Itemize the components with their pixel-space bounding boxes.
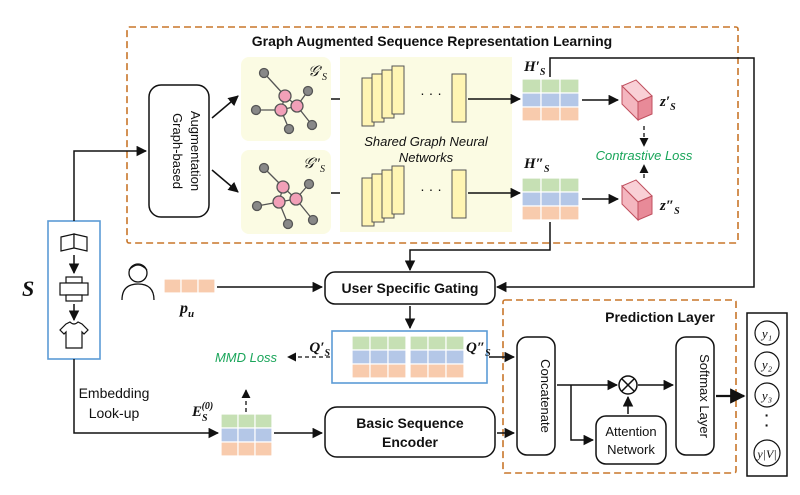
output-y2: y₂ xyxy=(760,357,773,372)
augmentation-label-line1: Graph-based xyxy=(170,113,185,189)
graph-bottom-icon xyxy=(251,162,319,230)
output-y-v: y|V| xyxy=(756,447,776,461)
gnn-ellipsis-bottom: · · · xyxy=(420,181,442,197)
q-prime-matrix xyxy=(351,335,407,379)
mmd-loss-label: MMD Loss xyxy=(215,350,278,365)
embedding-matrix-label: ES(0) xyxy=(191,401,213,424)
graph-augmented-title: Graph Augmented Sequence Representation … xyxy=(252,33,612,49)
gnn-layers-top xyxy=(361,65,467,127)
encoder-label-line1: Basic Sequence xyxy=(356,415,464,431)
output-y1: y₁ xyxy=(760,326,772,341)
q-double-prime-matrix xyxy=(409,335,465,379)
contrastive-loss-label: Contrastive Loss xyxy=(596,148,693,163)
embedding-matrix xyxy=(220,413,273,457)
embedding-lookup-line1: Embedding xyxy=(79,385,150,401)
augmentation-label-line2: Augmentation xyxy=(188,111,203,191)
book-icon xyxy=(60,233,88,252)
embedding-lookup-line2: Look-up xyxy=(89,405,140,421)
gnn-label-line1: Shared Graph Neural xyxy=(364,134,489,149)
h-prime-label: H′S xyxy=(523,59,546,78)
output-nodes: y₁ y₂ y₃ · · y|V| xyxy=(753,320,781,467)
sequence-label: S xyxy=(22,276,34,301)
gnn-layers-bottom xyxy=(361,165,467,227)
multiply-operator-icon xyxy=(618,375,638,395)
user-specific-gating-label: User Specific Gating xyxy=(342,280,479,296)
attention-label-line2: Network xyxy=(607,442,655,457)
z-prime-label: z′S xyxy=(659,94,676,113)
gnn-label-line2: Networks xyxy=(399,150,454,165)
output-y3: y₃ xyxy=(760,388,772,403)
output-dot-1: · xyxy=(765,407,770,423)
user-specific-gating-box xyxy=(324,271,496,305)
concatenate-box xyxy=(516,336,556,456)
graph-bottom-label: 𝒢″S xyxy=(303,156,325,175)
attention-network-box xyxy=(595,415,667,465)
z-prime-vector xyxy=(621,79,653,122)
q-prime-label: Q′S xyxy=(309,340,330,359)
basic-sequence-encoder-box xyxy=(324,406,496,458)
h-double-prime-matrix xyxy=(521,177,580,221)
attention-label-line1: Attention xyxy=(605,424,656,439)
z-double-prime-vector xyxy=(621,179,653,222)
prediction-layer-region xyxy=(502,299,737,474)
graph-top-label: 𝒢′S xyxy=(308,64,327,83)
output-dot-2: · xyxy=(765,417,770,433)
tshirt-icon xyxy=(59,321,89,349)
encoder-label-line2: Encoder xyxy=(382,434,439,450)
softmax-layer-box xyxy=(675,336,715,456)
prediction-layer-title: Prediction Layer xyxy=(605,309,715,325)
softmax-label: Softmax Layer xyxy=(697,354,712,438)
q-double-prime-label: Q″S xyxy=(466,340,491,359)
concatenate-label: Concatenate xyxy=(538,359,553,433)
h-prime-matrix xyxy=(521,78,580,122)
h-double-prime-label: H″S xyxy=(523,156,550,175)
user-vector xyxy=(163,278,216,294)
user-icon xyxy=(121,263,155,301)
user-vector-label: pu xyxy=(178,300,194,320)
gnn-ellipsis-top: · · · xyxy=(420,85,442,101)
graph-augmented-region xyxy=(126,26,739,244)
augmentation-box xyxy=(148,84,210,218)
printer-icon xyxy=(59,276,89,302)
graph-top-icon xyxy=(250,67,318,135)
z-double-prime-label: z″S xyxy=(659,198,680,217)
